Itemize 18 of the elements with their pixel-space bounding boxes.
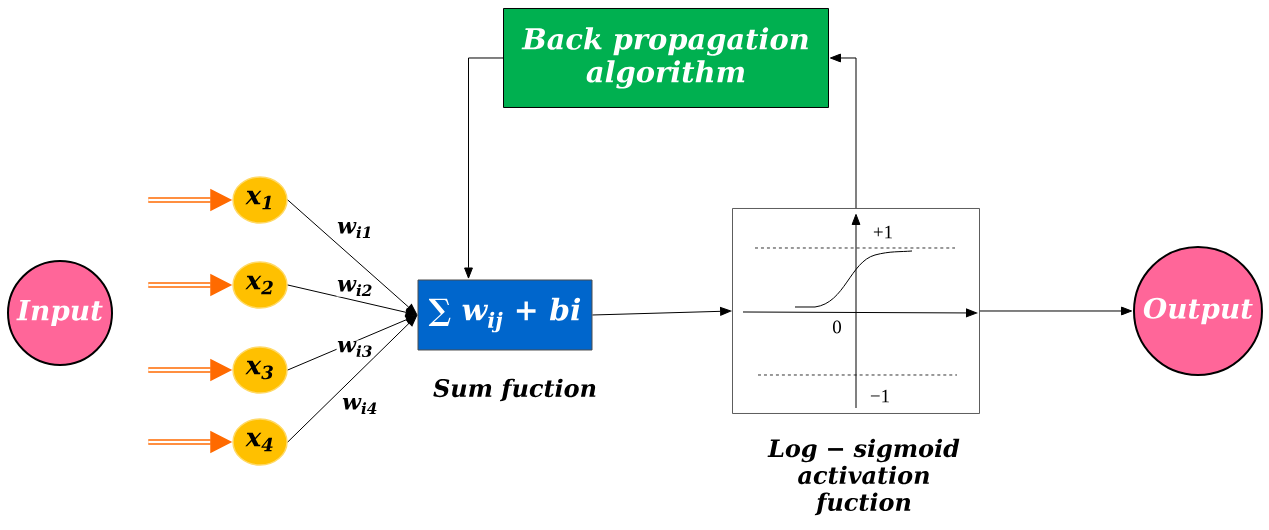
edge-label: w$_{i2}$ bbox=[336, 279, 374, 297]
axis-label: +1 bbox=[873, 225, 892, 239]
axis-label: −1 bbox=[870, 389, 889, 403]
arrow bbox=[979, 306, 1133, 316]
process-box: Back propagation algorithm bbox=[503, 8, 829, 108]
axis-label: 0 bbox=[833, 320, 841, 334]
arrow bbox=[829, 53, 857, 209]
arrow bbox=[287, 315, 417, 443]
edge-label: w$_{i3}$ bbox=[336, 340, 374, 358]
edge-label: w$_{i4}$ bbox=[341, 397, 379, 415]
node-caption: Log − sigmoid activation fuction bbox=[767, 438, 960, 516]
arrow bbox=[287, 199, 417, 315]
sum-box: ∑ w$_{ij}$ + bi bbox=[417, 279, 593, 351]
arrow bbox=[592, 306, 732, 316]
arrow bbox=[287, 284, 417, 317]
node-caption: Sum fuction bbox=[433, 378, 596, 402]
arrow bbox=[464, 57, 504, 279]
edge-label: w$_{i1}$ bbox=[336, 221, 374, 239]
